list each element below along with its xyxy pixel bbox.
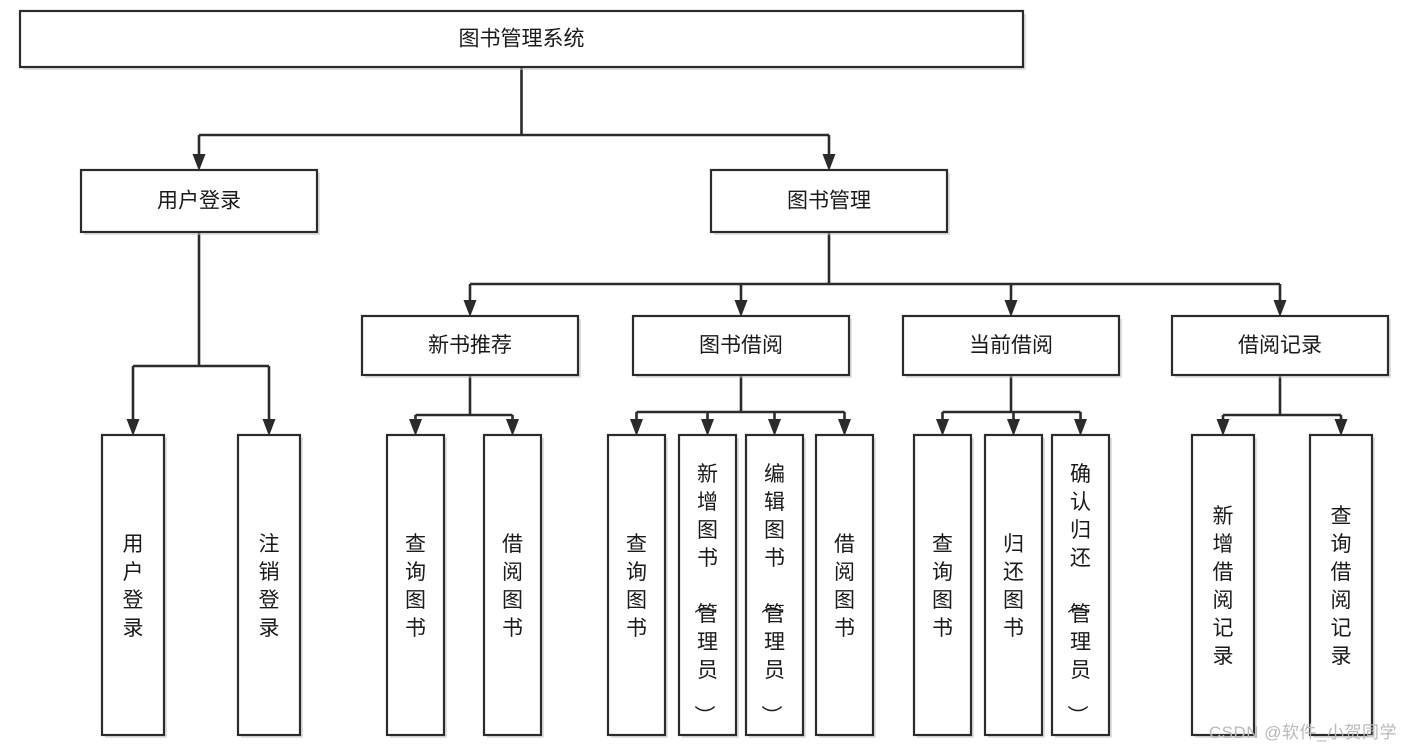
node-label: 图书管理系统 (459, 28, 585, 51)
node-box[interactable] (360, 314, 580, 377)
node-box[interactable] (1308, 433, 1374, 737)
arrow-head-icon (192, 154, 206, 171)
arrow-head-icon (734, 300, 748, 317)
node-leaf-query-book-2[interactable]: 查询图书 (606, 433, 668, 738)
node-box[interactable] (606, 433, 667, 737)
arrow-head-icon (463, 300, 477, 317)
node-box[interactable] (79, 168, 319, 234)
node-leaf-edit-book[interactable]: 编辑图书（管理员） (744, 433, 806, 738)
node-label: 注销登录 (259, 533, 280, 640)
arrow-head-icon (822, 154, 836, 171)
node-leaf-add-book[interactable]: 新增图书（管理员） (677, 433, 739, 738)
node-box[interactable] (709, 168, 949, 234)
node-label: 当前借阅 (969, 334, 1053, 357)
node-label: 借阅图书 (502, 533, 523, 640)
node-leaf-confirm-return[interactable]: 确认归还（管理员） (1050, 433, 1112, 738)
arrow-head-icon (506, 419, 519, 436)
node-box[interactable] (482, 433, 543, 737)
node-box[interactable] (1050, 433, 1111, 737)
arrow-head-icon (768, 419, 781, 436)
node-box[interactable] (18, 9, 1025, 69)
node-box[interactable] (912, 433, 973, 737)
node-label: 图书管理 (787, 190, 871, 213)
node-box[interactable] (1190, 433, 1256, 737)
node-label: 借阅图书 (834, 533, 855, 640)
watermark-text: CSDN @软件_小贺同学 (1208, 723, 1397, 742)
node-borrow-record[interactable]: 借阅记录 (1170, 314, 1391, 378)
node-box[interactable] (631, 314, 851, 377)
node-label: 查询图书 (405, 533, 426, 640)
arrow-head-icon (1074, 419, 1087, 436)
node-leaf-user-login[interactable]: 用户登录 (100, 433, 167, 738)
node-book-borrow[interactable]: 图书借阅 (631, 314, 852, 378)
node-new-book-rec[interactable]: 新书推荐 (360, 314, 581, 378)
arrow-head-icon (1007, 419, 1020, 436)
node-label: 编辑图书（管理员） (759, 463, 785, 726)
arrow-head-icon (126, 419, 140, 436)
node-leaf-borrow-book-2[interactable]: 借阅图书 (814, 433, 876, 738)
node-box[interactable] (1170, 314, 1390, 377)
node-current-borrow[interactable]: 当前借阅 (901, 314, 1122, 378)
node-box[interactable] (814, 433, 875, 737)
node-label: 新增图书（管理员） (692, 463, 718, 726)
node-box[interactable] (236, 433, 302, 737)
node-book-manage[interactable]: 图书管理 (709, 168, 950, 235)
node-label: 查询图书 (626, 533, 647, 640)
node-box[interactable] (983, 433, 1044, 737)
arrow-head-icon (262, 419, 276, 436)
node-leaf-borrow-book-1[interactable]: 借阅图书 (482, 433, 544, 738)
node-leaf-add-record[interactable]: 新增借阅记录 (1190, 433, 1257, 738)
node-leaf-query-record[interactable]: 查询借阅记录 (1308, 433, 1375, 738)
node-label: 用户登录 (123, 533, 144, 640)
arrow-head-icon (936, 419, 949, 436)
node-label: 新增借阅记录 (1213, 505, 1234, 668)
node-leaf-logout[interactable]: 注销登录 (236, 433, 303, 738)
node-user-login[interactable]: 用户登录 (79, 168, 320, 235)
node-leaf-query-book-1[interactable]: 查询图书 (385, 433, 447, 738)
arrow-head-icon (630, 419, 643, 436)
node-layer: 图书管理系统用户登录图书管理新书推荐图书借阅当前借阅借阅记录用户登录注销登录查询… (18, 9, 1391, 738)
arrow-head-icon (1334, 419, 1348, 436)
arrow-head-icon (1216, 419, 1230, 436)
node-box[interactable] (100, 433, 166, 737)
node-label: 查询借阅记录 (1331, 505, 1352, 668)
node-leaf-query-book-3[interactable]: 查询图书 (912, 433, 974, 738)
node-label: 确认归还（管理员） (1065, 463, 1091, 726)
node-leaf-return-book[interactable]: 归还图书 (983, 433, 1045, 738)
node-label: 新书推荐 (428, 334, 512, 357)
node-label: 查询图书 (932, 533, 953, 640)
arrow-head-icon (701, 419, 714, 436)
node-label: 借阅记录 (1238, 334, 1322, 357)
node-root[interactable]: 图书管理系统 (18, 9, 1026, 70)
node-label: 用户登录 (157, 190, 241, 213)
connector-layer (126, 67, 1348, 436)
node-box[interactable] (901, 314, 1121, 377)
node-label: 图书借阅 (699, 334, 783, 357)
node-box[interactable] (744, 433, 805, 737)
arrow-head-icon (1273, 300, 1287, 317)
arrow-head-icon (838, 419, 851, 436)
arrow-head-icon (1004, 300, 1018, 317)
node-box[interactable] (385, 433, 446, 737)
node-label: 归还图书 (1003, 533, 1024, 640)
node-box[interactable] (677, 433, 738, 737)
arrow-head-icon (409, 419, 422, 436)
